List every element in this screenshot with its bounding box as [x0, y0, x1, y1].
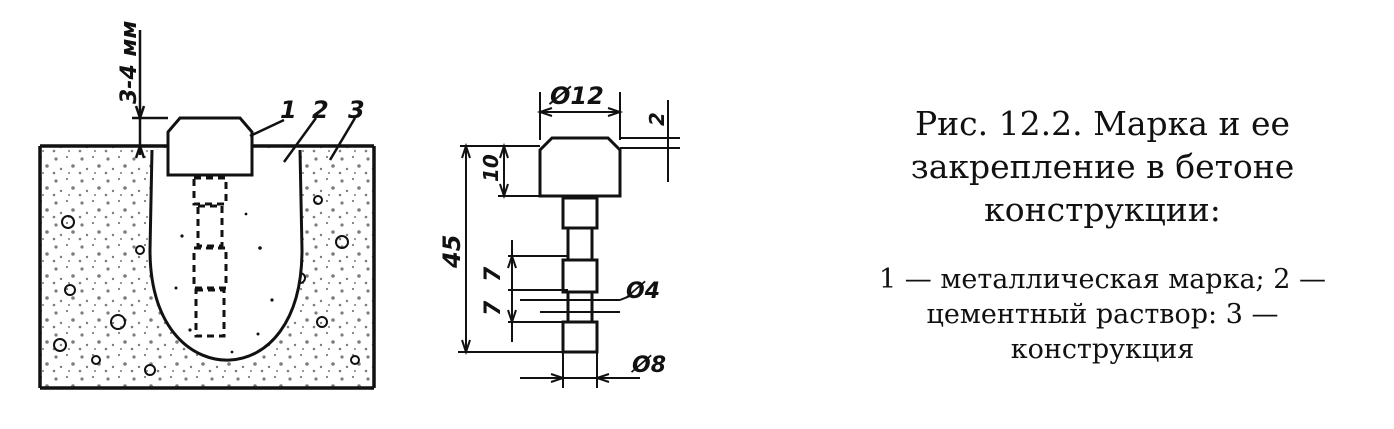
- callout-1: 1: [280, 96, 297, 124]
- figure-caption-title: Рис. 12.2. Марка и ее закрепление в бето…: [910, 104, 1295, 229]
- callout-3: 3: [348, 96, 365, 124]
- figure-caption-legend: 1 — металлическая марка; 2 — цементный р…: [879, 264, 1326, 365]
- left-dimension: [132, 30, 168, 159]
- callout-2: 2: [312, 96, 329, 124]
- metal-mark: [166, 116, 254, 338]
- dim-45: 45: [438, 235, 466, 269]
- dim-3-4mm: 3-4 мм: [117, 21, 142, 104]
- dim-7-upper: 7: [481, 266, 506, 282]
- dim-d4: Ø4: [624, 279, 660, 304]
- dim-d8: Ø8: [630, 353, 666, 378]
- callout-leaders: [249, 117, 357, 163]
- dimension-lines: [458, 92, 680, 388]
- dim-d12: Ø12: [548, 82, 604, 110]
- dim-7-lower: 7: [481, 300, 506, 316]
- dim-10: 10: [479, 154, 503, 182]
- mark-dimensioned: [538, 136, 622, 354]
- dim-2: 2: [645, 112, 669, 126]
